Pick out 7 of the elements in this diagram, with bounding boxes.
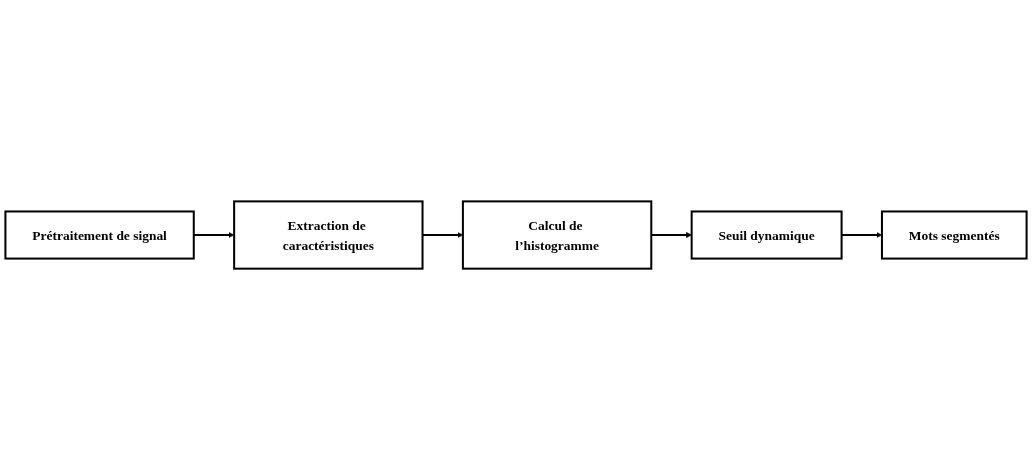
node-box: Seuil dynamique xyxy=(690,210,843,260)
arrow xyxy=(193,232,235,238)
node-box: Prétraitement de signal xyxy=(4,210,195,260)
node-box: Mots segmentés xyxy=(880,210,1028,260)
arrow xyxy=(651,232,692,238)
node-box: Extraction de caractéristiques xyxy=(233,200,424,270)
node-box: Calcul de l’histogramme xyxy=(461,200,653,270)
